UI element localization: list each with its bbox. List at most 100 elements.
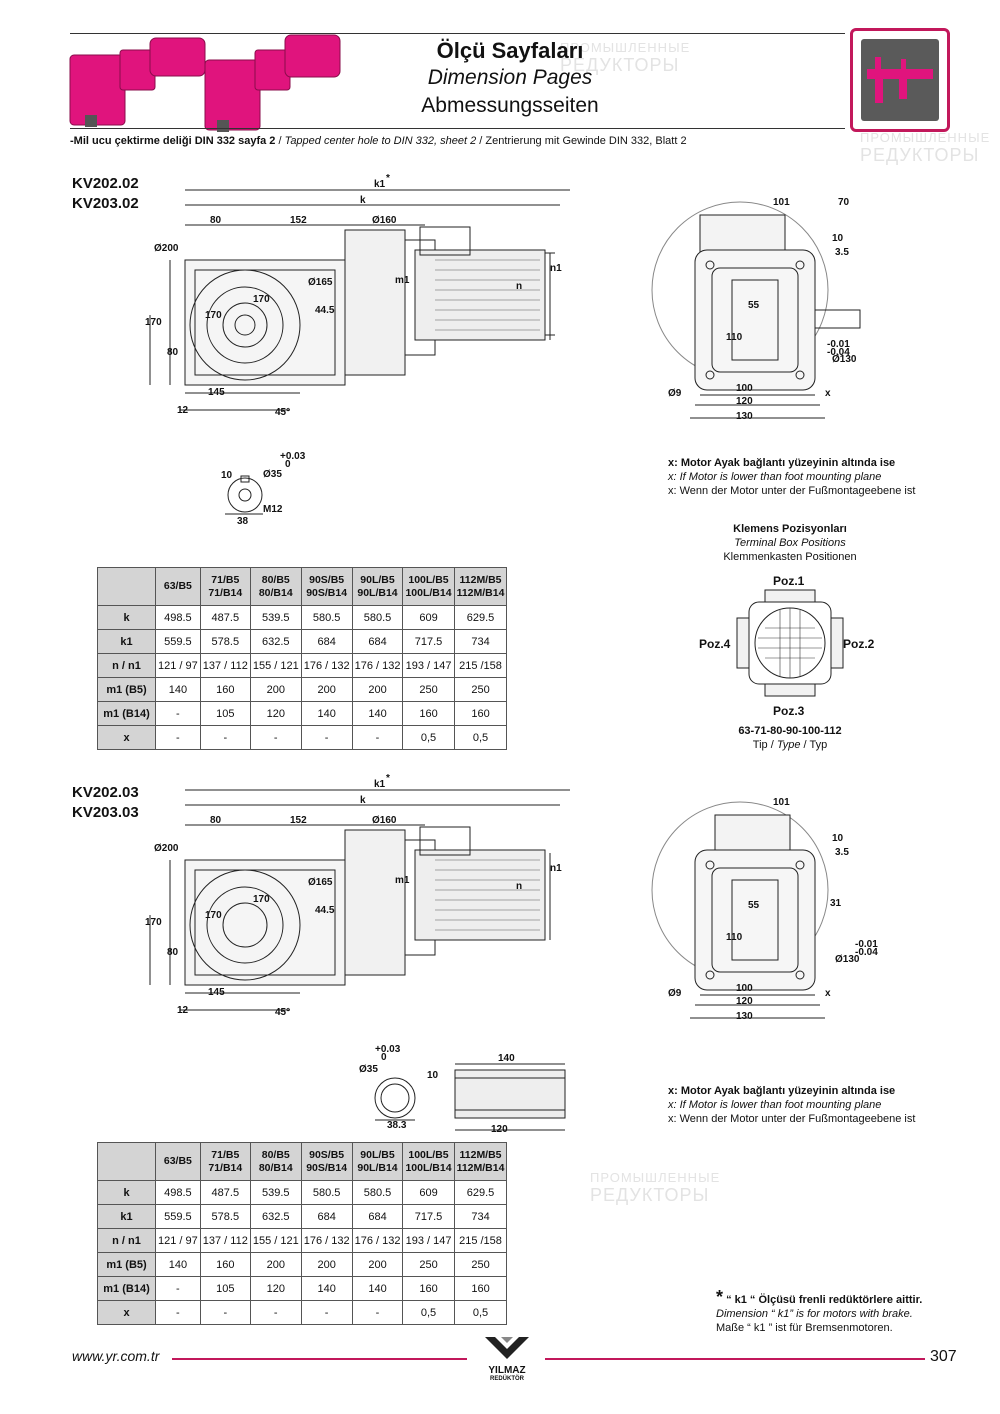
terminal-box-diagram (736, 589, 844, 697)
col-header-line2: 90L/B14 (357, 1161, 398, 1174)
cell: - (351, 1300, 404, 1325)
center-hole-note-en: Tapped center hole to DIN 332, sheet 2 (284, 135, 477, 147)
section2-side-drawing: k1 * k 80 152 Ø160 Ø200 Ø165 170 170 170… (145, 773, 570, 1018)
dim-d130c: Ø130 (835, 954, 860, 965)
terminal-type-label: Tip / Type / Typ (752, 739, 828, 751)
dim-110: 110 (726, 332, 743, 343)
icon-background (861, 39, 939, 121)
cell: 498.5 (155, 1180, 201, 1205)
cell: 629.5 (453, 1180, 508, 1205)
col-header-line2: 71/B14 (208, 586, 243, 599)
cell: - (199, 725, 251, 750)
cell: 200 (351, 677, 404, 702)
col-header-line2: 112M/B14 (456, 586, 505, 599)
x-note-de: x: Wenn der Motor unter der Fußmontageeb… (668, 485, 916, 497)
hub-140: 140 (498, 1053, 515, 1064)
col-header-line1: 112M/B5 (459, 573, 502, 586)
dim-101: 101 (773, 797, 790, 808)
dim-45deg: 45° (275, 407, 290, 418)
dim-d160: Ø160 (372, 815, 397, 826)
x-note-de: x: Wenn der Motor unter der Fußmontageeb… (668, 1113, 916, 1125)
cell: 140 (351, 1276, 404, 1301)
cell: 200 (300, 677, 353, 702)
cell: 140 (155, 1252, 201, 1277)
dim-45deg: 45° (275, 1007, 290, 1018)
cell: 160 (453, 701, 508, 726)
col-header-line2: 112M/B14 (456, 1161, 505, 1174)
cell: 105 (199, 1276, 251, 1301)
col-header-line2: 80/B14 (258, 586, 293, 599)
poz-3-label: Poz.3 (773, 704, 805, 718)
cell: 578.5 (199, 629, 251, 654)
cell: 632.5 (249, 1204, 302, 1229)
col-header-line1: 100L/B5 (408, 1148, 449, 1161)
col-header-line1: 90S/B5 (309, 573, 345, 586)
row-label: x (97, 725, 156, 750)
asterisk: * (386, 773, 390, 784)
dim-12: 12 (177, 405, 189, 416)
cell: 0,5 (453, 725, 508, 750)
asterisk: * (716, 1287, 724, 1307)
dim-80b: 80 (167, 947, 179, 958)
cell: - (155, 1276, 201, 1301)
separator-slash: / (278, 135, 285, 147)
k1-brake-note: * “ k1 “ Ölçüsü frenli redüktörlere aitt… (716, 1287, 922, 1335)
cell: 176 / 132 (351, 653, 404, 678)
row-label: n / n1 (97, 1228, 156, 1253)
cell: 250 (402, 677, 455, 702)
row-label: k (97, 1180, 156, 1205)
yilmaz-logo: YILMAZ REDÜKTÖR (472, 1335, 542, 1383)
x-note-2: x: Motor Ayak bağlantı yüzeyinin altında… (668, 1084, 915, 1126)
dim-d9: Ø9 (668, 988, 682, 999)
watermark-line2: РЕДУКТОРЫ (860, 145, 980, 165)
cell: - (351, 725, 404, 750)
col-header-line1: 63/B5 (163, 1155, 192, 1167)
type-en: Type (776, 739, 801, 751)
x-note-en: x: If Motor is lower than foot mounting … (668, 1099, 882, 1111)
separator-slash: / (479, 135, 486, 147)
cell: 578.5 (199, 1204, 251, 1229)
title-de: Abmessungsseiten (421, 94, 599, 117)
terminal-box-title: Klemens Pozisyonları Terminal Box Positi… (650, 522, 930, 564)
dim-152: 152 (290, 215, 307, 226)
dim-170b: 170 (205, 910, 222, 921)
cell: 250 (453, 1252, 508, 1277)
dim-44-5: 44.5 (315, 905, 335, 916)
watermark: ПРОМЫШЛЕННЫЕ РЕДУКТОРЫ (860, 130, 990, 166)
section2-front-drawing: 101 10 3.5 55 31 110 -0.01 -0.04 Ø130 Ø9… (651, 797, 878, 1022)
cell: 580.5 (300, 605, 353, 630)
watermark-line2: РЕДУКТОРЫ (590, 1185, 710, 1205)
model-kv202-03: KV202.03 (72, 784, 139, 801)
header-top-line (70, 33, 845, 34)
cell: - (300, 1300, 353, 1325)
terminal-title-en: Terminal Box Positions (734, 537, 846, 549)
cell: 160 (402, 701, 455, 726)
cell: 215 /158 (453, 653, 508, 678)
col-header-line1: 90S/B5 (309, 1148, 345, 1161)
cell: 200 (249, 677, 302, 702)
cell: 193 / 147 (402, 1228, 455, 1253)
col-header-line2: 90L/B14 (357, 586, 398, 599)
dim-n: n (516, 881, 522, 892)
hub-10: 10 (427, 1070, 439, 1081)
footer-line-left (172, 1358, 467, 1360)
section1-side-drawing: k1 * k 80 152 Ø160 Ø200 Ø165 170 170 170… (145, 173, 570, 418)
dim-12: 12 (177, 1005, 189, 1016)
cell: 717.5 (402, 1204, 455, 1229)
cell: 539.5 (249, 605, 302, 630)
center-hole-note-tr: -Mil ucu çektirme deliği DIN 332 sayfa 2 (70, 135, 276, 147)
dim-170a: 170 (253, 294, 270, 305)
website-link[interactable]: www.yr.com.tr (72, 1348, 160, 1364)
cell: 632.5 (249, 629, 302, 654)
cell: 250 (402, 1252, 455, 1277)
